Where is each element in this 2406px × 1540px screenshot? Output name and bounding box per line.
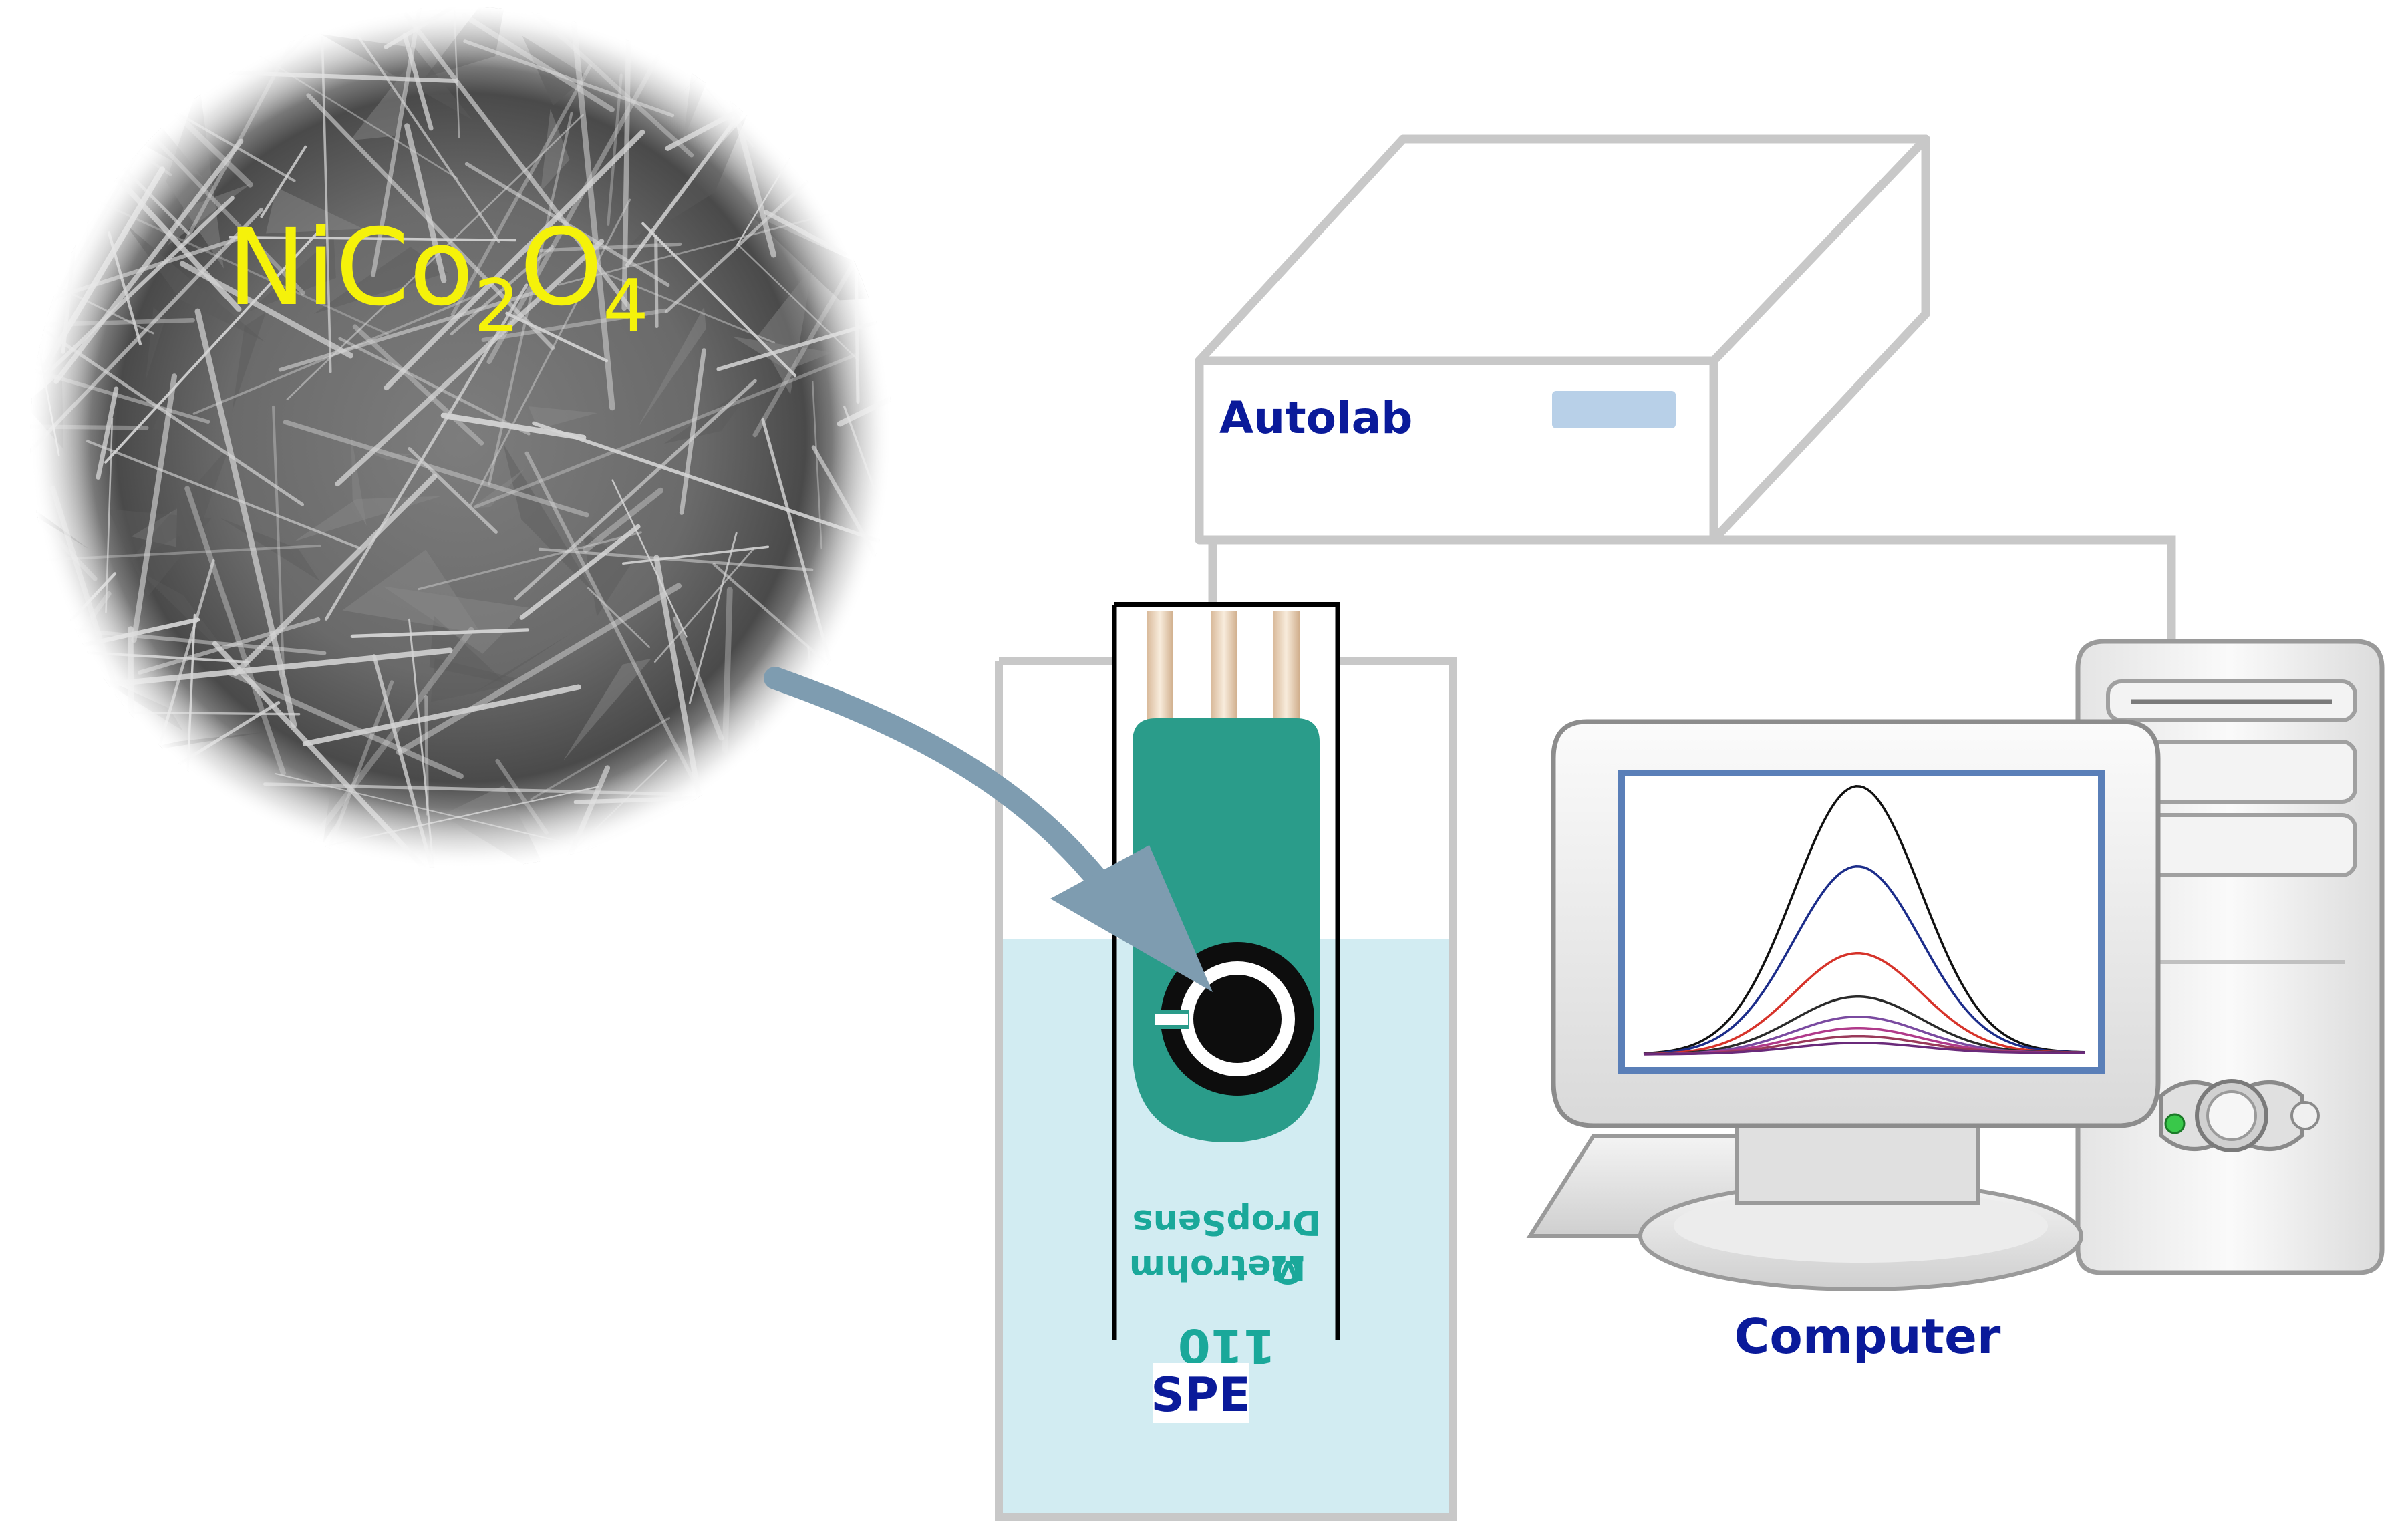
curved-arrow-icon [764,667,1213,992]
sem-plate [245,7,303,43]
sem-plate [65,37,114,86]
spe-label-box [1153,1363,1249,1423]
voltammogram-curve [1644,1041,2085,1056]
sem-flake [30,777,174,839]
sem-plate [132,19,230,53]
formula-base: NiCo [227,206,474,329]
sem-flake [30,748,137,869]
sem-plate [789,734,799,786]
sem-flake [30,7,361,12]
sem-plate [55,655,82,734]
sem-micrograph-circle [30,7,892,869]
sem-flake [784,792,867,869]
power-led-icon [2164,1113,2186,1134]
sem-flake [754,719,760,869]
instrument-cables [1208,535,2176,645]
material-formula-label: NiCo2O4 [227,206,649,348]
sem-plate [30,7,157,61]
potentiostat-box-icon [1195,134,1930,545]
sem-flake [796,7,892,87]
sem-plate [711,7,756,105]
spe-print-brand: Metrohm [1129,1247,1306,1287]
screen-voltammograms [1643,785,2085,1056]
sem-flake [719,20,810,41]
sem-flake [690,806,892,848]
voltammogram-curve [1643,865,2085,1055]
sem-flake [809,152,892,164]
sem-flake [62,7,172,66]
sem-plate [30,772,92,823]
sem-flake [30,84,167,114]
autolab-label: Autolab [1219,392,1412,444]
sem-plate [35,133,106,198]
formula-sub-2: 4 [603,265,649,348]
voltammogram-curve [1643,952,2085,1056]
sem-plate [789,728,810,815]
voltammogram-curve [1643,785,2085,1055]
metrohm-logo-icon: Ω [1271,1247,1304,1292]
sem-flake [690,34,892,117]
computer-label: Computer [1735,1308,2001,1364]
spe-label: SPE [1151,1368,1251,1422]
spe-strip-icon: 110 Metrohm DropSens Ω [1112,602,1340,1373]
sem-flake [56,7,142,123]
spe-print-sub: DropSens [1133,1202,1321,1242]
sem-plate [827,734,877,869]
sem-flake [30,7,216,92]
formula-sub-1: 2 [474,265,520,348]
sem-plate [786,7,892,68]
formula-mid: O [520,206,603,329]
monitor-screen [1618,770,2105,1074]
autolab-display [1552,391,1676,428]
